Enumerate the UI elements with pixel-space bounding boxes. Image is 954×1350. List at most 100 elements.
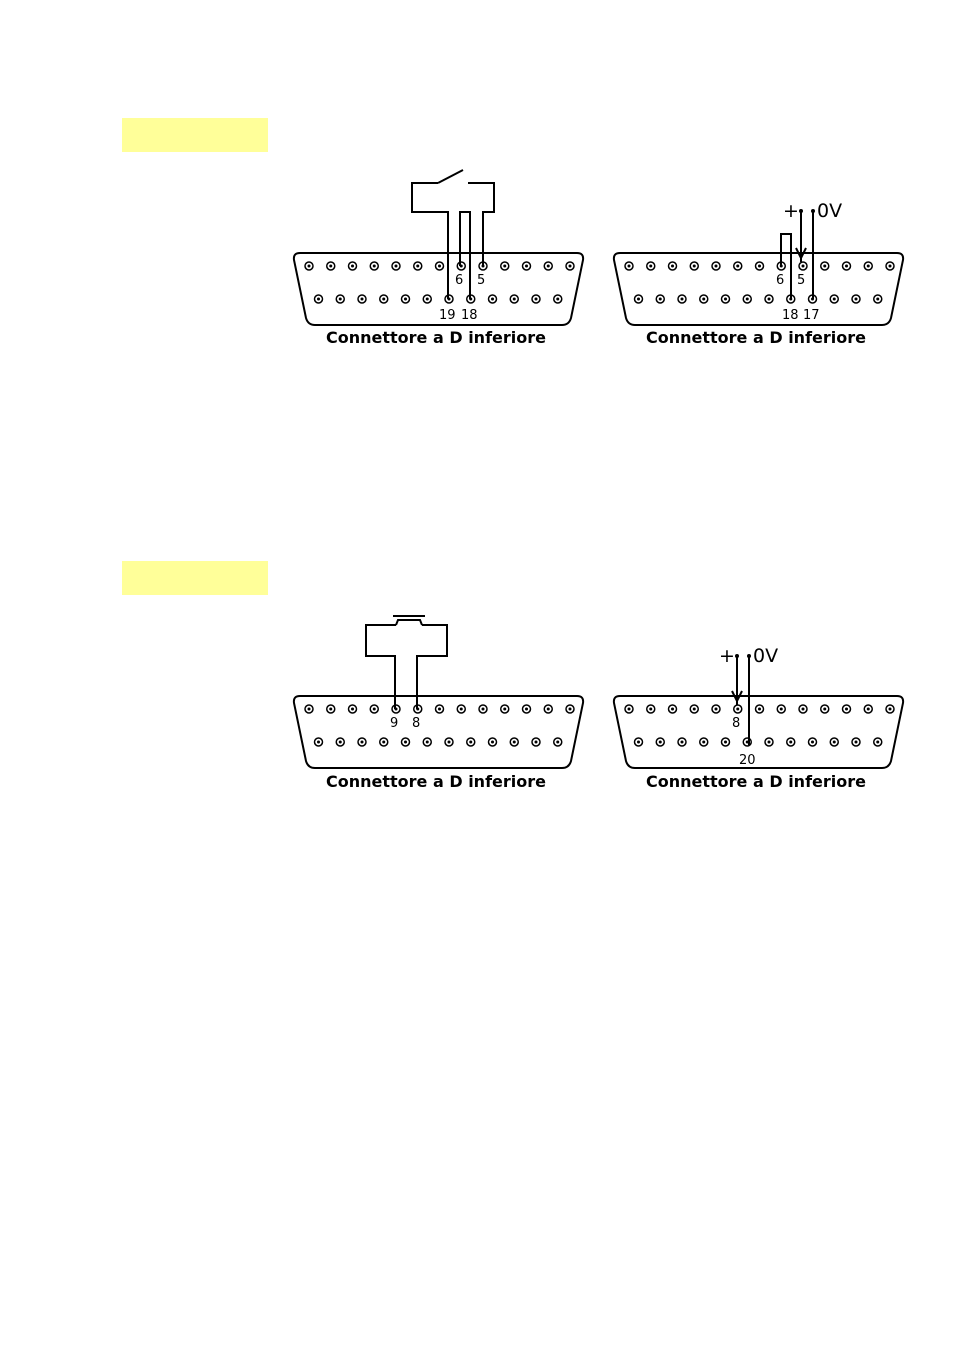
pin-socket-center [447, 740, 451, 744]
pin-array-4 [624, 704, 895, 747]
pin-socket-center [714, 264, 718, 268]
pin-socket-center [736, 264, 740, 268]
pin-socket-center [351, 707, 354, 711]
pin-socket-center [627, 707, 631, 711]
switch-wiring-1 [411, 169, 495, 299]
pin-socket-center [503, 264, 507, 268]
connector-body-1 [292, 252, 585, 326]
connector-caption-3: Connettore a D inferiore [326, 772, 546, 791]
pin-socket-center [724, 740, 727, 744]
pin-socket-center [823, 707, 827, 711]
pin-socket-center [425, 297, 429, 301]
pin-socket-center [556, 740, 560, 744]
pin-socket-center [360, 297, 364, 301]
pin-socket-center [637, 297, 640, 301]
pin-socket-center [692, 707, 696, 711]
pin-array-3 [304, 704, 575, 747]
pin-socket-center [307, 264, 311, 268]
zero-terminal-dot-4 [747, 654, 751, 658]
pin-label-5: 5 [797, 273, 805, 288]
pin-socket-center [534, 297, 538, 301]
plus-label: + [783, 200, 799, 222]
pin-socket-center [556, 297, 560, 301]
pin-label-17: 17 [803, 308, 820, 323]
pin-label-6: 6 [455, 273, 463, 288]
pin-socket-center [491, 740, 494, 744]
section-marker-1 [122, 118, 268, 152]
pin-socket-center [525, 264, 528, 268]
voltage-wiring-4 [731, 657, 750, 745]
pin-socket-center [876, 297, 880, 301]
pin-socket-center [404, 740, 407, 744]
pin-socket-center [459, 707, 463, 711]
pin-socket-center [351, 264, 354, 268]
pin-socket-center [649, 264, 653, 268]
pin-socket-center [702, 740, 706, 744]
section-marker-2 [122, 561, 268, 595]
pin-socket-center [758, 707, 761, 711]
pin-socket-center [724, 297, 727, 301]
pin-socket-center [438, 264, 441, 268]
pin-socket-center [658, 297, 662, 301]
pin-label-6: 6 [776, 273, 784, 288]
pin-socket-center [658, 740, 662, 744]
pin-socket-center [491, 297, 494, 301]
pin-array-2 [624, 261, 895, 304]
pin-socket-center [823, 264, 827, 268]
pin-socket-center [845, 707, 848, 711]
pin-socket-center [503, 707, 507, 711]
pin-socket-center [866, 707, 870, 711]
pin-label-5: 5 [477, 273, 485, 288]
pin-socket-center [568, 264, 572, 268]
pin-socket-center [382, 297, 386, 301]
jumper-wiring-2 [780, 212, 814, 299]
pin-label-9: 9 [390, 716, 398, 731]
pin-socket-center [317, 740, 320, 744]
pin-socket-center [888, 264, 892, 268]
pin-socket-center [702, 297, 706, 301]
plus-terminal-dot-4 [735, 654, 739, 658]
pin-socket-center [767, 297, 771, 301]
pin-socket-center [360, 740, 364, 744]
pin-socket-center [832, 297, 836, 301]
pin-socket-center [338, 297, 342, 301]
pin-label-18: 18 [461, 308, 478, 323]
pin-socket-center [811, 740, 814, 744]
connector-caption-1: Connettore a D inferiore [326, 328, 546, 347]
pin-label-20: 20 [739, 753, 756, 768]
pin-socket-center [404, 297, 407, 301]
plus-label: + [719, 645, 735, 667]
button-wiring-3 [365, 615, 448, 709]
pin-socket-center [469, 740, 473, 744]
pin-socket-center [736, 707, 740, 711]
pin-socket-center [546, 264, 550, 268]
pin-socket-center [854, 297, 858, 301]
pin-socket-center [832, 740, 836, 744]
zero-terminal-dot-2 [811, 209, 815, 213]
zero-volt-label: 0V [753, 645, 778, 667]
pin-socket-center [801, 264, 805, 268]
pin-socket-center [338, 740, 342, 744]
pin-socket-center [845, 264, 848, 268]
pin-socket-center [372, 707, 376, 711]
pin-socket-center [649, 707, 653, 711]
pin-socket-center [512, 740, 516, 744]
pin-socket-center [425, 740, 429, 744]
pin-socket-center [671, 264, 674, 268]
pin-socket-center [680, 740, 684, 744]
pin-label-18: 18 [782, 308, 799, 323]
pin-socket-center [745, 297, 749, 301]
pin-socket-center [438, 707, 441, 711]
connector-body-4 [612, 695, 905, 769]
pin-socket-center [866, 264, 870, 268]
pin-socket-center [525, 707, 528, 711]
pin-socket-center [307, 707, 311, 711]
pin-socket-center [512, 297, 516, 301]
pin-label-19: 19 [439, 308, 456, 323]
plus-terminal-dot-2 [799, 209, 803, 213]
pin-socket-center [789, 740, 793, 744]
pin-socket-center [680, 297, 684, 301]
pin-array-1 [304, 261, 575, 304]
pin-socket-center [692, 264, 696, 268]
